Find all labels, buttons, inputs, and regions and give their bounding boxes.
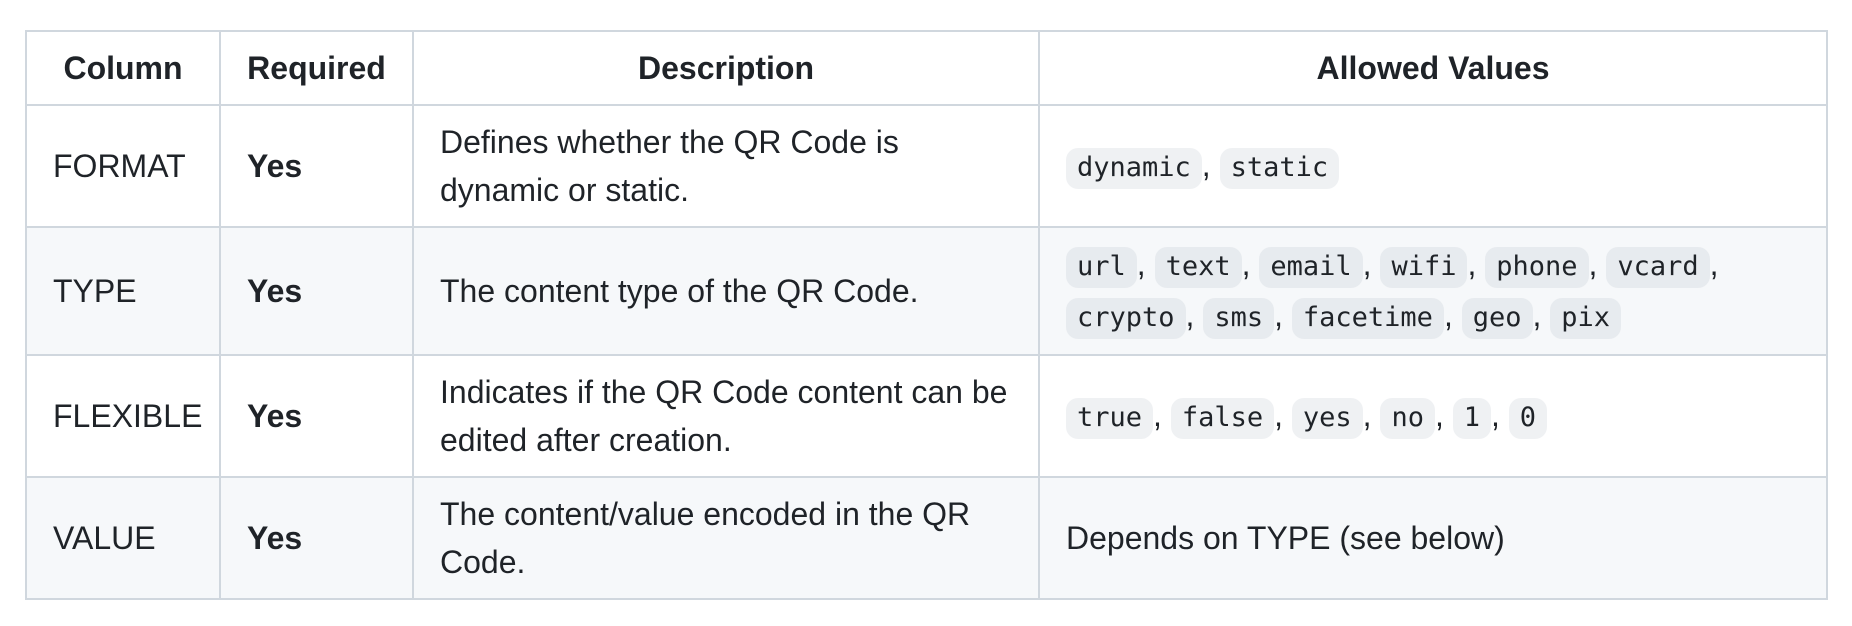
code-pill: false [1170,397,1275,439]
code-pill: pix [1550,298,1622,339]
column-header-required: Required [219,30,414,106]
column-header-description: Description [412,30,1040,106]
cell-description: The content/value encoded in the QR Code… [412,476,1040,600]
header-row: Column Required Description Allowed Valu… [25,30,1828,106]
cell-required: Yes [219,354,414,478]
code-pill: url [1066,247,1137,288]
column-header-allowed-values: Allowed Values [1038,30,1828,106]
cell-column-name: TYPE [25,226,221,356]
code-pill: email [1259,247,1363,288]
table-row-flexible: FLEXIBLE Yes Indicates if the QR Code co… [25,354,1828,478]
code-pill: sms [1203,298,1275,339]
code-pill: 1 [1452,397,1491,439]
code-pill: wifi [1380,247,1468,288]
cell-description: Indicates if the QR Code content can be … [412,354,1040,478]
table-row-value: VALUE Yes The content/value encoded in t… [25,476,1828,600]
code-pill: true [1066,397,1154,439]
cell-required: Yes [219,476,414,600]
code-pill: phone [1485,247,1589,288]
code-pill: vcard [1606,247,1710,288]
code-pill: static [1219,147,1340,189]
cell-allowed-values: url, text, email, wifi, phone, vcard, cr… [1038,226,1828,356]
code-pill: 0 [1508,397,1548,439]
cell-allowed-values: true, false, yes, no, 1, 0 [1038,354,1828,478]
cell-required: Yes [219,104,414,228]
cell-column-name: FLEXIBLE [25,354,221,478]
document-body: Column Required Description Allowed Valu… [25,30,1828,600]
code-pill: yes [1291,397,1363,439]
table-row-type: TYPE Yes The content type of the QR Code… [25,226,1828,356]
cell-description: Defines whether the QR Code is dynamic o… [412,104,1040,228]
code-pill: no [1380,397,1435,439]
code-pill: geo [1461,298,1533,339]
cell-description: The content type of the QR Code. [412,226,1040,356]
cell-allowed-values: Depends on TYPE (see below) [1038,476,1828,600]
cell-required: Yes [219,226,414,356]
table-row-format: FORMAT Yes Defines whether the QR Code i… [25,104,1828,228]
code-pill: crypto [1066,298,1186,339]
code-pill: facetime [1291,298,1444,339]
code-pill: dynamic [1066,147,1202,189]
column-header-column: Column [25,30,221,106]
cell-column-name: FORMAT [25,104,221,228]
parameters-table: Column Required Description Allowed Valu… [25,30,1828,600]
code-pill: text [1154,247,1242,288]
cell-column-name: VALUE [25,476,221,600]
cell-allowed-values: dynamic, static [1038,104,1828,228]
